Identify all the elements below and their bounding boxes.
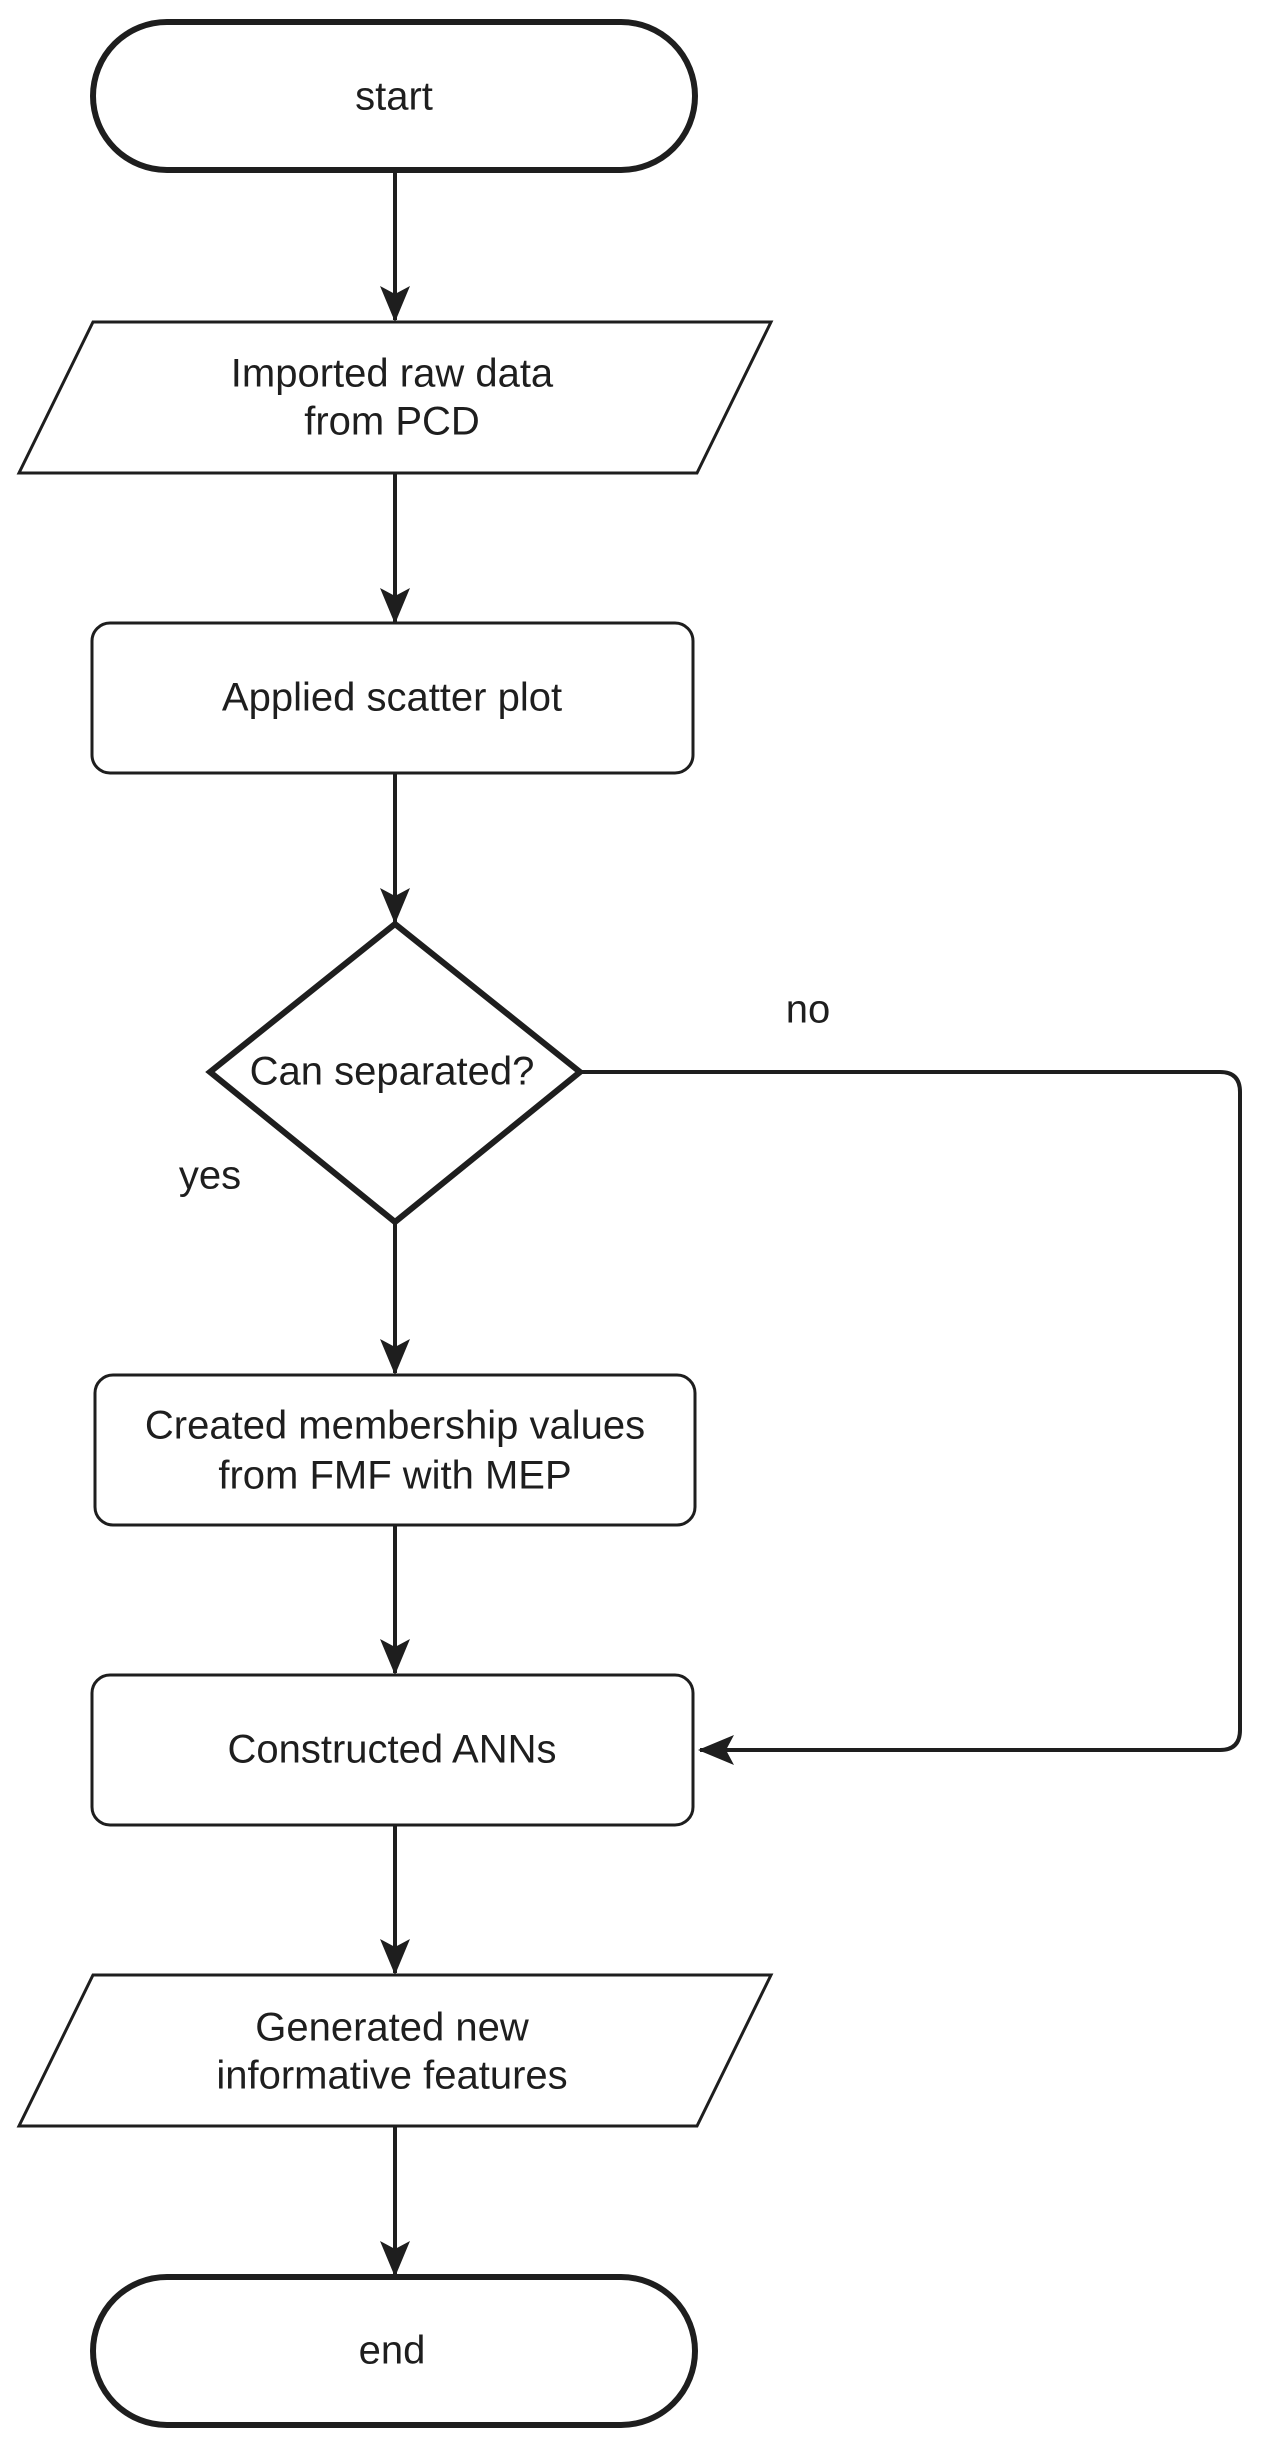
- scatter-label: Applied scatter plot: [222, 676, 562, 720]
- arrow-decision-no-to-anns: [580, 1070, 1242, 1765]
- membership-node: Created membership values from FMF with …: [93, 1373, 697, 1527]
- end-shape: [90, 2274, 698, 2428]
- membership-label-line1: Created membership values: [145, 1404, 645, 1448]
- end-node: end: [90, 2274, 698, 2428]
- start-shape: [90, 19, 698, 173]
- end-label: end: [359, 2329, 426, 2373]
- import-node: Imported raw data from PCD: [16, 320, 774, 475]
- anns-node: Constructed ANNs: [90, 1673, 695, 1827]
- start-node: start: [90, 19, 698, 173]
- import-label-line1: Imported raw data: [231, 352, 554, 396]
- no-label: no: [786, 988, 831, 1032]
- connectors: [380, 170, 1242, 2277]
- membership-label-line2: from FMF with MEP: [218, 1454, 571, 1498]
- generated-shape: [16, 1973, 774, 2128]
- generated-node: Generated new informative features: [16, 1973, 774, 2128]
- import-shape: [16, 320, 774, 475]
- start-label: start: [355, 75, 433, 119]
- decision-shape: [205, 920, 585, 1226]
- generated-label-line2: informative features: [216, 2054, 567, 2098]
- import-label-line2: from PCD: [304, 400, 480, 444]
- generated-label-line1: Generated new: [255, 2006, 529, 2050]
- decision-label: Can separated?: [250, 1050, 535, 1094]
- decision-node: Can separated?: [205, 920, 585, 1226]
- membership-shape: [93, 1373, 697, 1527]
- anns-label: Constructed ANNs: [227, 1728, 556, 1772]
- anns-shape: [90, 1673, 695, 1827]
- scatter-shape: [90, 621, 695, 775]
- yes-label: yes: [179, 1154, 241, 1198]
- scatter-node: Applied scatter plot: [90, 621, 695, 775]
